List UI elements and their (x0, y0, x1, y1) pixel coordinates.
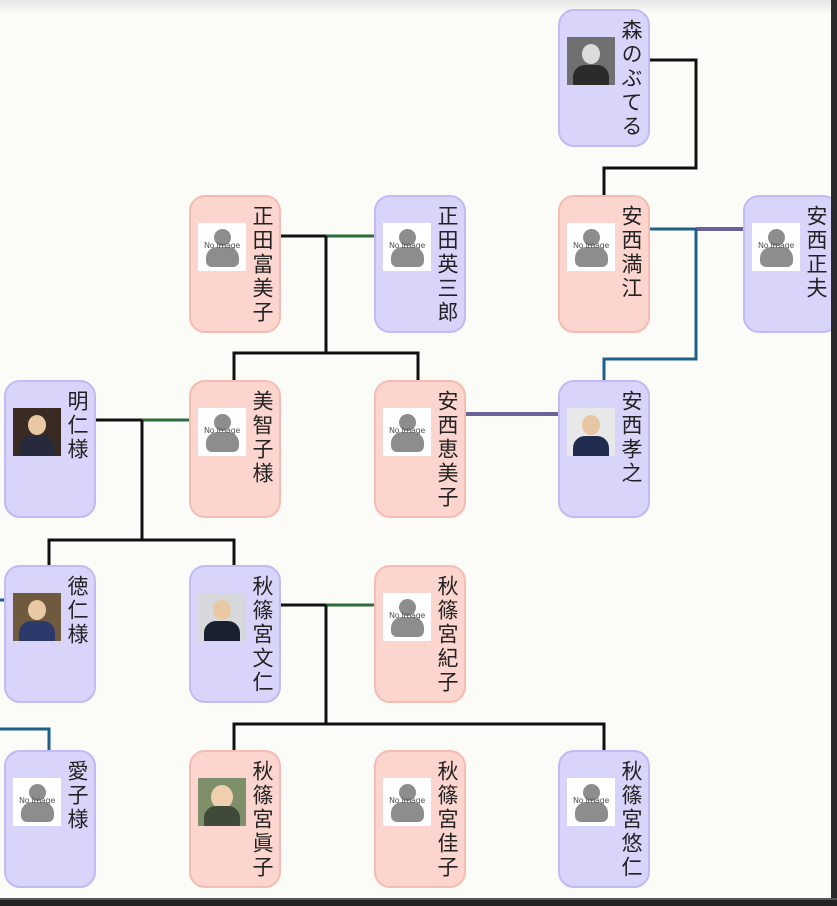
person-node-akihito[interactable]: 明仁様 (4, 380, 96, 518)
portrait-photo (198, 778, 246, 826)
sibling-bar-masada (232, 351, 420, 380)
person-name: 安西満江 (619, 205, 643, 301)
person-node-naruhito[interactable]: 徳仁様 (4, 565, 96, 703)
person-name: 秋篠宮紀子 (435, 575, 459, 695)
person-name: 秋篠宮悠仁 (619, 760, 643, 880)
person-name: 徳仁様 (65, 575, 89, 647)
no-image-placeholder-icon: No Image (383, 408, 431, 456)
no-image-placeholder-icon: No Image (198, 408, 246, 456)
person-node-aiko[interactable]: No Image 愛子様 (4, 750, 96, 888)
parent-line-mori-to-mitsue (602, 58, 698, 196)
window-edge-bottom (0, 900, 837, 906)
person-node-masada-hidesaburo[interactable]: No Image 正田英三郎 (374, 195, 466, 333)
person-node-akishino-kiko[interactable]: No Image 秋篠宮紀子 (374, 565, 466, 703)
person-node-akishino-fumihito[interactable]: 秋篠宮文仁 (189, 565, 281, 703)
no-image-placeholder-icon: No Image (567, 223, 615, 271)
person-node-anzai-takayuki[interactable]: 安西孝之 (558, 380, 650, 518)
person-node-akishino-mako[interactable]: 秋篠宮眞子 (189, 750, 281, 888)
no-image-placeholder-icon: No Image (567, 778, 615, 826)
no-image-placeholder-icon: No Image (13, 778, 61, 826)
portrait-photo (13, 408, 61, 456)
person-name: 正田英三郎 (435, 205, 459, 325)
sibling-bar-akihito (47, 538, 236, 566)
parent-line-anzai (602, 229, 698, 380)
window-edge-bottom-line (0, 898, 837, 900)
person-node-akishino-hisahito[interactable]: No Image 秋篠宮悠仁 (558, 750, 650, 888)
person-node-akishino-kako[interactable]: No Image 秋篠宮佳子 (374, 750, 466, 888)
person-name: 明仁様 (65, 390, 89, 462)
person-name: 美智子様 (250, 390, 274, 486)
person-name: 秋篠宮佳子 (435, 760, 459, 880)
window-edge-right (831, 0, 837, 906)
no-image-placeholder-icon: No Image (383, 223, 431, 271)
no-image-placeholder-icon: No Image (198, 223, 246, 271)
person-name: 秋篠宮眞子 (250, 760, 274, 880)
person-node-anzai-mitsue[interactable]: No Image 安西満江 (558, 195, 650, 333)
person-name: 安西孝之 (619, 390, 643, 486)
person-name: 秋篠宮文仁 (250, 575, 274, 695)
parent-line-aiko (0, 727, 51, 751)
person-name: 愛子様 (65, 760, 89, 832)
person-node-michiko[interactable]: No Image 美智子様 (189, 380, 281, 518)
no-image-placeholder-icon: No Image (752, 223, 800, 271)
person-name: 正田富美子 (250, 205, 274, 325)
person-name: 安西恵美子 (435, 390, 459, 510)
person-node-anzai-masao[interactable]: No Image 安西正夫 (743, 195, 837, 333)
portrait-photo (198, 593, 246, 641)
person-name: 森のぶてる (619, 19, 643, 139)
sibling-bar-akishino (232, 722, 606, 751)
person-node-mori-nobuteru[interactable]: 森のぶてる (558, 9, 650, 147)
person-node-anzai-emiko[interactable]: No Image 安西恵美子 (374, 380, 466, 518)
person-name: 安西正夫 (804, 205, 828, 301)
portrait-photo (567, 408, 615, 456)
portrait-photo (567, 37, 615, 85)
no-image-placeholder-icon: No Image (383, 593, 431, 641)
portrait-photo (13, 593, 61, 641)
person-node-masada-fumiko[interactable]: No Image 正田富美子 (189, 195, 281, 333)
no-image-placeholder-icon: No Image (383, 778, 431, 826)
